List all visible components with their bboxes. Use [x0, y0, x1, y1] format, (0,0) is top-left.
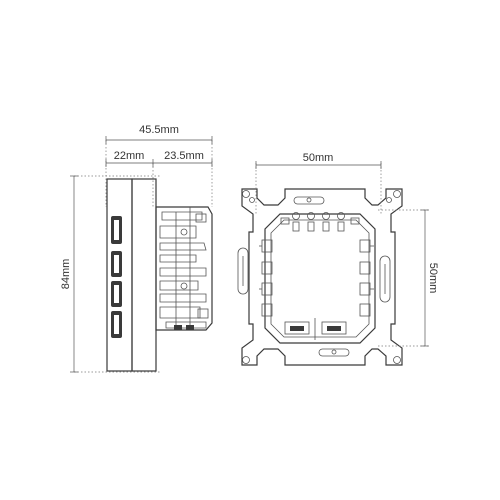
bottom-slot — [318, 348, 350, 357]
side-mechanism-body — [155, 206, 213, 331]
left-oval-slot — [237, 247, 249, 295]
rear-depth-label: 23.5mm — [164, 150, 204, 162]
left-clips — [259, 239, 273, 317]
top-slot — [293, 196, 325, 205]
corner-hole-bl — [242, 356, 250, 364]
corner-hole-br — [393, 356, 401, 364]
mounting-frame-outline — [241, 188, 403, 366]
total-depth-label: 45.5mm — [139, 124, 179, 136]
front-depth-label: 22mm — [114, 150, 145, 162]
height-label: 84mm — [60, 259, 72, 290]
mechanism-octagon — [264, 213, 376, 344]
front-view: 50mm 50mm — [237, 152, 439, 366]
corner-hole-tl — [242, 190, 250, 198]
corner-hole-tr — [393, 190, 401, 198]
mounting-frame — [131, 178, 157, 372]
side-view: 45.5mm 22mm 23.5mm 84mm — [60, 124, 213, 373]
bottom-connectors — [284, 318, 347, 340]
top-terminals — [280, 212, 360, 232]
mech-width-label: 50mm — [303, 152, 334, 164]
right-clips — [359, 239, 374, 317]
right-oval-slot — [379, 255, 391, 303]
mech-height-label: 50mm — [427, 263, 439, 294]
